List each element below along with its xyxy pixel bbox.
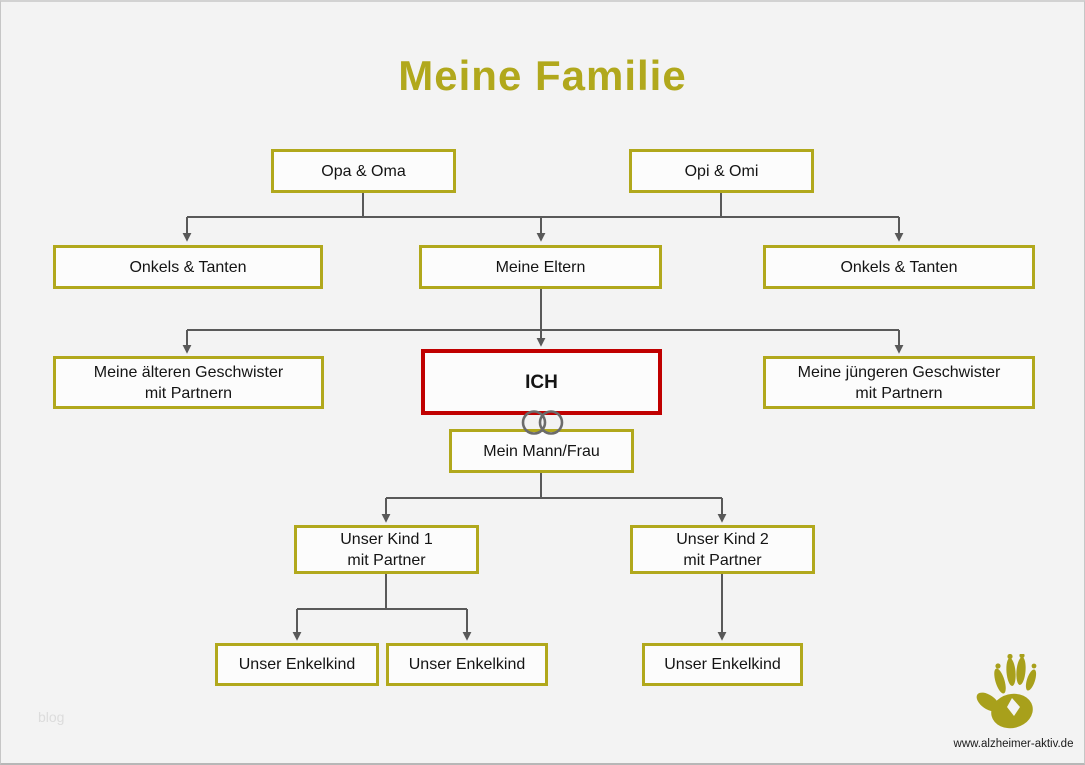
node-grandchild-2: Unser Enkelkind — [386, 643, 548, 686]
blog-watermark: blog — [38, 709, 65, 725]
node-uncles-aunts-right: Onkels & Tanten — [763, 245, 1035, 289]
handprint-logo-icon — [976, 654, 1037, 729]
node-child-2: Unser Kind 2 mit Partner — [630, 525, 815, 574]
node-grandparents-left: Opa & Oma — [271, 149, 456, 193]
node-parents: Meine Eltern — [419, 245, 662, 289]
node-uncles-aunts-left: Onkels & Tanten — [53, 245, 323, 289]
page-title: Meine Familie — [398, 52, 687, 99]
node-child-1: Unser Kind 1 mit Partner — [294, 525, 479, 574]
node-grandchild-1: Unser Enkelkind — [215, 643, 379, 686]
website-url: www.alzheimer-aktiv.de — [953, 738, 1074, 750]
node-me: ICH — [421, 349, 662, 415]
node-older-siblings: Meine älteren Geschwister mit Partnern — [53, 356, 324, 409]
node-grandchild-3: Unser Enkelkind — [642, 643, 803, 686]
node-grandparents-right: Opi & Omi — [629, 149, 814, 193]
node-younger-siblings: Meine jüngeren Geschwister mit Partnern — [763, 356, 1035, 409]
wedding-rings-icon — [521, 410, 564, 435]
